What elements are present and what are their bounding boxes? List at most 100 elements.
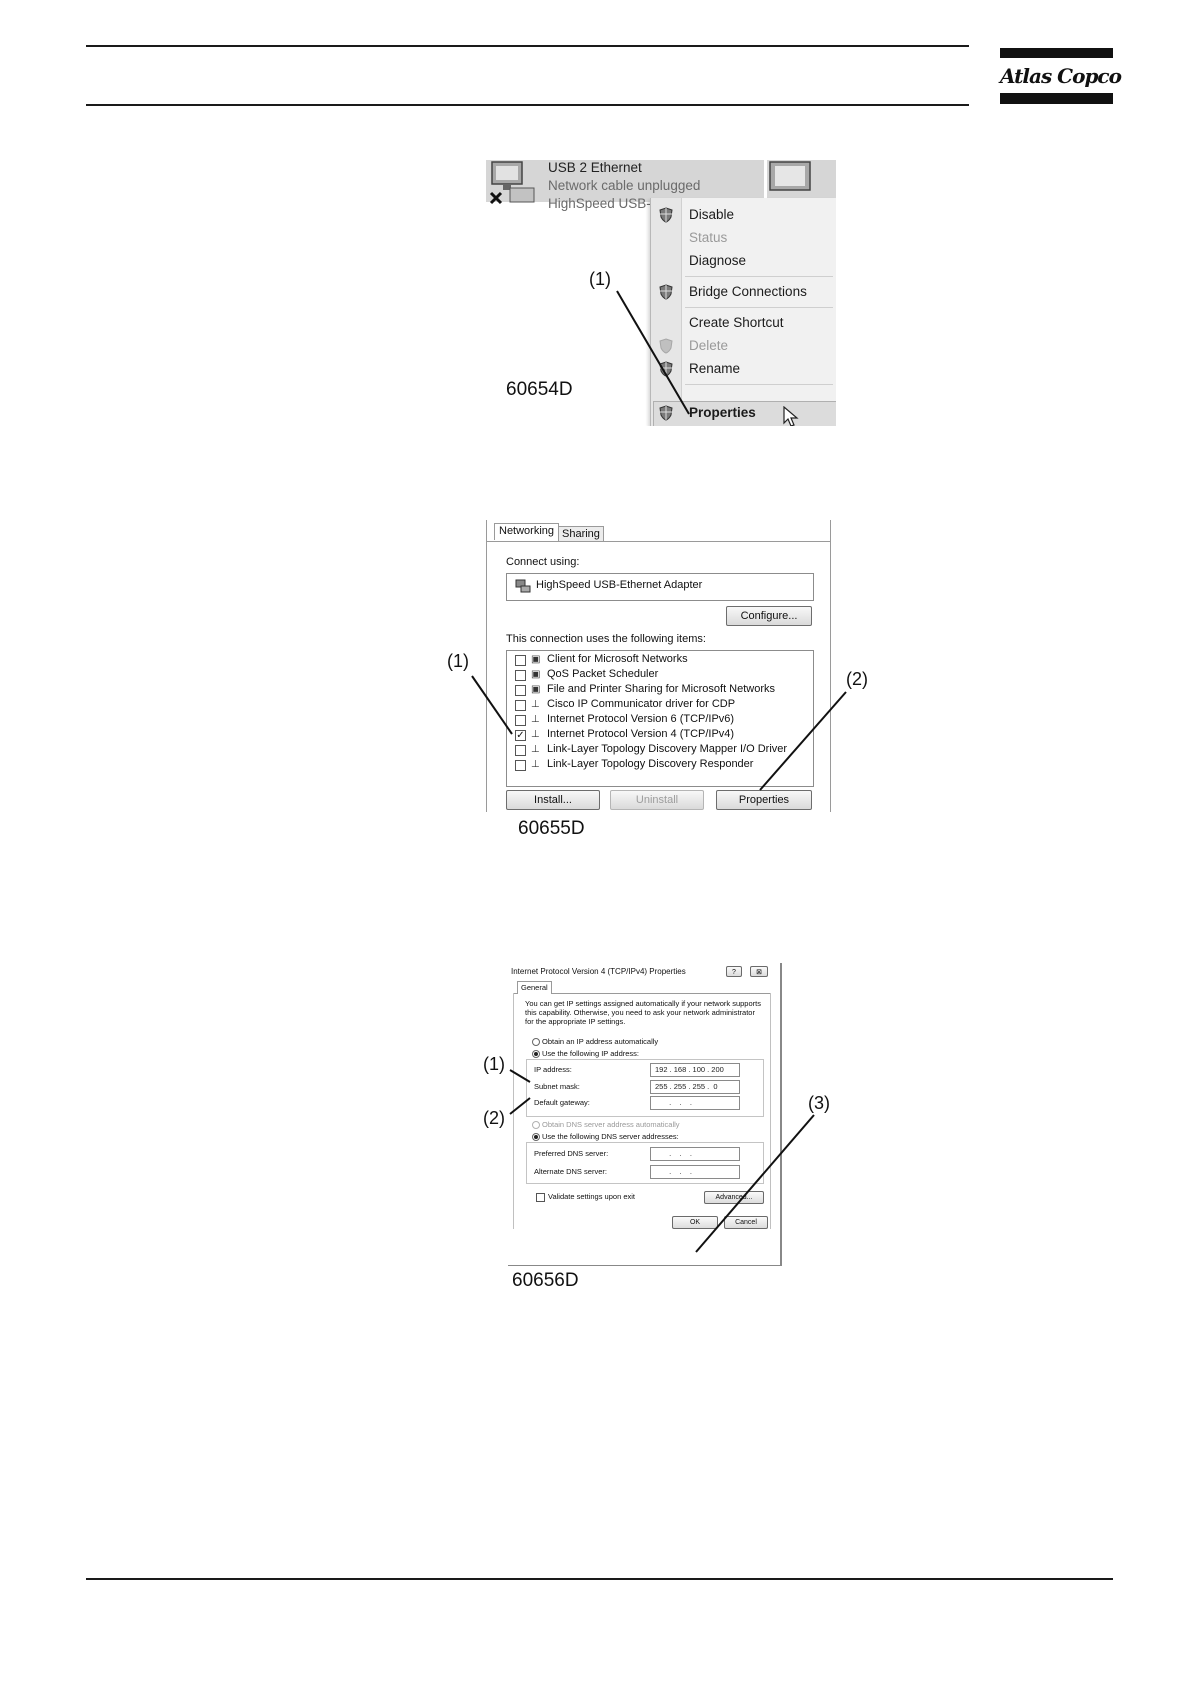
validate-label: Validate settings upon exit [548,1192,636,1201]
list-item[interactable]: Link-Layer Topology Discovery Mapper I/O… [547,743,788,755]
help-button[interactable]: ? [726,966,742,977]
footer-rule [86,1578,1113,1580]
adapter-name: USB 2 Ethernet [548,160,642,175]
item-checkbox[interactable] [515,715,526,726]
item-checkbox[interactable] [515,685,526,696]
cancel-button[interactable]: Cancel [724,1216,768,1229]
networking-properties-figure: Networking Sharing Connect using: HighSp… [484,520,834,812]
item-checkbox[interactable] [515,760,526,771]
callout-1: (1) [447,651,469,671]
preferred-dns-field[interactable]: . . . [650,1147,740,1161]
network-client-icon: ▣ [531,654,541,665]
atlas-copco-logo: Atlas Copco [1000,48,1122,104]
callout-1: (1) [483,1054,505,1074]
tab-sharing[interactable]: Sharing [558,526,604,542]
context-menu-figure: USB 2 Ethernet Network cable unplugged H… [486,160,836,426]
ip-address-field[interactable]: 192 . 168 . 100 . 200 [650,1063,740,1077]
adapter-field: HighSpeed USB-Ethernet Adapter [506,573,814,601]
network-adapter-icon [489,161,535,205]
configure-button[interactable]: Configure... [726,606,812,626]
list-item[interactable]: Client for Microsoft Networks [547,653,688,665]
item-checkbox[interactable] [515,670,526,681]
menu-item-create-shortcut[interactable]: Create Shortcut [689,315,784,330]
adapter-name: HighSpeed USB-Ethernet Adapter [536,579,703,591]
callout-3: (3) [808,1093,830,1113]
default-gateway-field[interactable]: . . . [650,1096,740,1110]
intro-text-line-2: this capability. Otherwise, you need to … [525,1008,755,1017]
list-item[interactable]: Internet Protocol Version 4 (TCP/IPv4) [547,728,735,740]
subnet-mask-field[interactable]: 255 . 255 . 255 . 0 [650,1080,740,1094]
shield-icon [659,405,673,421]
properties-button[interactable]: Properties [716,790,812,810]
figure-reference: 60656D [512,1270,579,1291]
item-checkbox-checked[interactable]: ✓ [515,730,526,741]
second-adapter-icon [764,160,811,202]
figure-reference: 60654D [506,379,573,400]
preferred-dns-label: Preferred DNS server: [534,1149,609,1158]
list-item[interactable]: File and Printer Sharing for Microsoft N… [547,683,776,695]
callout-2: (2) [846,669,868,689]
item-checkbox[interactable] [515,700,526,711]
radio-obtain-dns-auto [532,1121,540,1129]
radio-use-dns[interactable] [532,1133,540,1141]
item-checkbox[interactable] [515,745,526,756]
tab-networking[interactable]: Networking [494,523,560,540]
list-item[interactable]: QoS Packet Scheduler [547,668,659,680]
intro-text-line-3: for the appropriate IP settings. [525,1017,626,1026]
tab-general[interactable]: General [517,981,552,994]
shield-icon [659,361,673,377]
menu-item-bridge-connections[interactable]: Bridge Connections [689,284,807,299]
ok-button[interactable]: OK [672,1216,718,1229]
ip-address-label: IP address: [534,1065,572,1074]
radio-use-ip-label: Use the following IP address: [542,1049,639,1058]
close-button[interactable]: ⊠ [750,966,768,977]
callout-2: (2) [483,1108,505,1128]
menu-item-status: Status [689,230,728,245]
items-list: ▣ Client for Microsoft Networks ▣ QoS Pa… [506,650,814,787]
items-label: This connection uses the following items… [506,633,706,645]
radio-use-dns-label: Use the following DNS server addresses: [542,1132,679,1141]
alternate-dns-label: Alternate DNS server: [534,1167,607,1176]
radio-obtain-ip-auto[interactable] [532,1038,540,1046]
menu-item-properties[interactable]: Properties [689,405,756,420]
protocol-icon: ⊥ [531,759,540,770]
protocol-icon: ⊥ [531,699,540,710]
protocol-icon: ⊥ [531,729,540,740]
adapter-status: Network cable unplugged [548,178,701,193]
menu-item-diagnose[interactable]: Diagnose [689,253,747,268]
shield-icon [659,284,673,300]
mouse-pointer-icon [783,406,799,426]
callout-1: (1) [589,269,611,289]
header-rule-top [86,45,969,47]
radio-obtain-ip-auto-label: Obtain an IP address automatically [542,1037,659,1046]
protocol-icon: ⊥ [531,714,540,725]
ipv4-properties-figure: Internet Protocol Version 4 (TCP/IPv4) P… [508,963,784,1267]
radio-use-ip[interactable] [532,1050,540,1058]
context-menu: Disable Status Diagnose Bridge Connectio… [650,198,836,426]
alternate-dns-field[interactable]: . . . [650,1165,740,1179]
adapter-device: HighSpeed USB-E [548,196,660,211]
advanced-button[interactable]: Advanced... [704,1191,764,1204]
install-button[interactable]: Install... [506,790,600,810]
list-item[interactable]: Cisco IP Communicator driver for CDP [547,698,736,710]
service-icon: ▣ [531,669,541,680]
validate-checkbox[interactable] [536,1193,545,1202]
list-item[interactable]: Link-Layer Topology Discovery Responder [547,758,754,770]
intro-text-line-1: You can get IP settings assigned automat… [525,999,761,1008]
shield-icon [659,338,673,354]
header-rule-bottom [86,104,969,106]
menu-item-disable[interactable]: Disable [689,207,735,222]
shield-icon [659,207,673,223]
protocol-icon: ⊥ [531,744,540,755]
connect-using-label: Connect using: [506,556,580,568]
subnet-mask-label: Subnet mask: [534,1082,580,1091]
default-gateway-label: Default gateway: [534,1098,590,1107]
dialog-title: Internet Protocol Version 4 (TCP/IPv4) P… [511,967,686,976]
service-icon: ▣ [531,684,541,695]
ip-group [526,1059,764,1117]
list-item[interactable]: Internet Protocol Version 6 (TCP/IPv6) [547,713,735,725]
menu-item-rename[interactable]: Rename [689,361,741,376]
radio-obtain-dns-auto-label: Obtain DNS server address automatically [542,1120,680,1129]
network-adapter-icon [515,579,531,593]
item-checkbox[interactable] [515,655,526,666]
